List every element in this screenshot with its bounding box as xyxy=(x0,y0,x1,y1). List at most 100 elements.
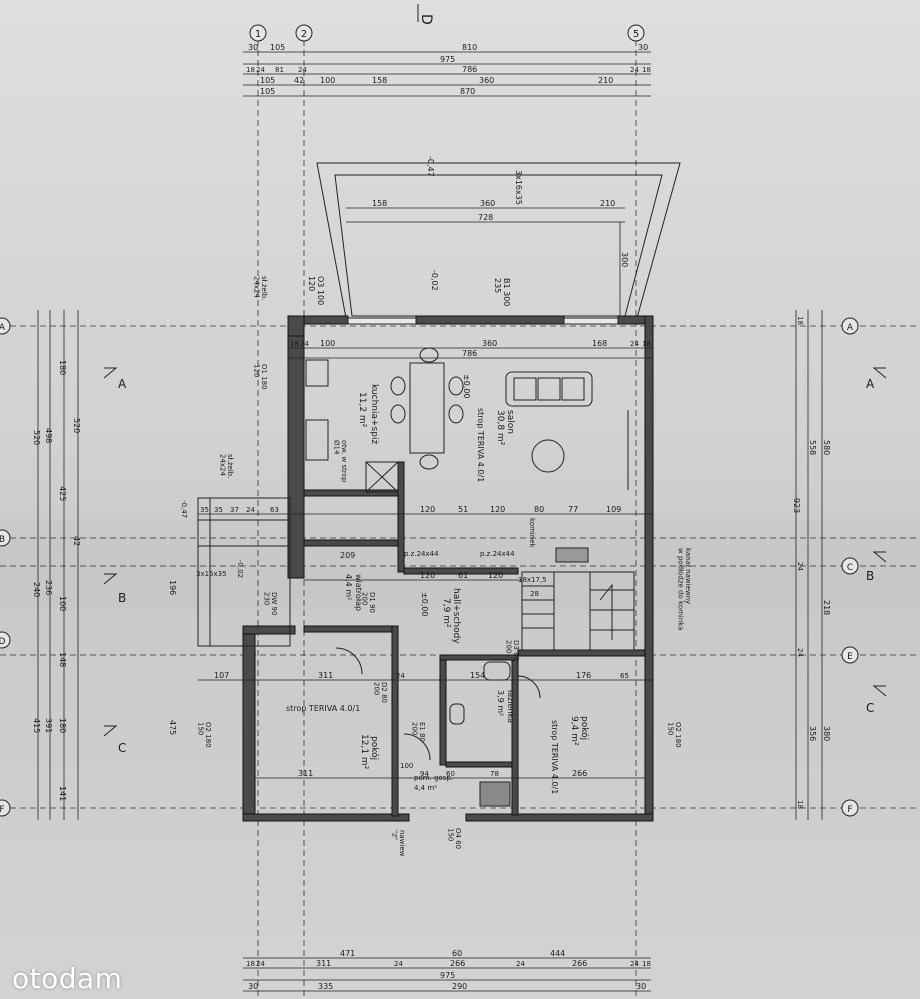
terrace-level-047: -0,47 xyxy=(426,156,435,177)
dim-top-105c: 105 xyxy=(260,87,275,96)
dim-top-24a: 24 xyxy=(256,66,265,74)
terrace-dim-210: 210 xyxy=(600,199,615,208)
section-b-left: B xyxy=(118,591,126,605)
ldim-498: 498 xyxy=(44,428,53,443)
axis-c-right: C xyxy=(847,563,853,573)
section-b-right: B xyxy=(866,569,874,583)
top-dimensions: 30 105 810 30 975 18 24 81 24 786 24 18 … xyxy=(243,43,651,97)
idim-168: 168 xyxy=(592,339,607,348)
bdim-154: 154 xyxy=(470,671,485,680)
window-o3: O3 100120 xyxy=(307,276,325,305)
bdim-24a: 24 xyxy=(256,960,265,968)
bdim-176: 176 xyxy=(576,671,591,680)
hdim-24: 24 xyxy=(246,506,255,514)
bdim2-78: 78 xyxy=(490,770,499,778)
ldim-425: 425 xyxy=(58,486,67,501)
idim-360: 360 xyxy=(482,339,497,348)
bdim-24c: 24 xyxy=(516,960,525,968)
axis-a-left: A xyxy=(0,323,6,333)
dim-top-18a: 18 xyxy=(246,66,255,74)
hdim-120a: 120 xyxy=(420,505,435,514)
column-label-left: sł.żelb.24x24 xyxy=(218,454,234,478)
ldim-141: 141 xyxy=(58,786,67,801)
bdim-471: 471 xyxy=(340,949,355,958)
dim-top-100: 100 xyxy=(320,76,335,85)
section-c-right: C xyxy=(866,701,874,715)
ldim-42: 42 xyxy=(72,536,81,546)
room-salon-ceiling: strop TERIVA 4.0/1 xyxy=(476,408,485,482)
section-mark-d: D xyxy=(418,14,434,25)
dim-top-24b: 24 xyxy=(298,66,307,74)
axis-1: 1 xyxy=(255,29,261,40)
rdim-24b: 24 xyxy=(796,648,804,657)
dim-top-24c: 24 xyxy=(630,66,639,74)
room-bedroom-right-name: pokój xyxy=(579,716,590,740)
bdim-18b: 18 xyxy=(642,960,651,968)
ldim-148: 148 xyxy=(58,652,67,667)
bdim-335: 335 xyxy=(318,982,333,991)
dim-top-81: 81 xyxy=(275,66,284,74)
room-salon-name: salon xyxy=(505,410,515,434)
entrance-level-label: -0,02 xyxy=(236,560,244,578)
door-e1: E1 80200 xyxy=(410,722,426,742)
axis-e-right: E xyxy=(847,652,853,662)
hdim-35a: 35 xyxy=(200,506,209,514)
ldim-520b: 520 xyxy=(72,418,81,433)
bdim2-100: 100 xyxy=(400,762,413,770)
bdim2-266: 266 xyxy=(572,769,587,778)
bdim-30b: 30 xyxy=(636,982,646,991)
terrace-level-002: -0,02 xyxy=(430,270,439,291)
stair-count-label: 18x17,5 xyxy=(518,576,547,584)
fireplace-label: kominek xyxy=(528,518,536,549)
left-dimensions: 520 240 415 498 236 391 180 425 100 148 … xyxy=(32,310,177,820)
ldim-520: 520 xyxy=(32,430,41,445)
room-bedroom-left-area: 12,1 m² xyxy=(359,734,369,770)
dim-top-30a: 30 xyxy=(248,43,258,52)
lintel-label-1: p.z.24x44 xyxy=(404,550,439,558)
right-dimensions: 580 218 380 558 923 356 18 24 24 18 xyxy=(792,310,831,820)
staircase xyxy=(521,547,635,651)
air-duct-label: kanał nawiewnyw podłodze do kominka xyxy=(676,548,692,631)
bottom-dimensions: 471 60 444 18 24 311 24 266 24 266 24 18… xyxy=(243,949,651,992)
interior-dimensions: 18 24 100 360 168 24 18 786 35 35 37 24 … xyxy=(198,339,653,779)
level-zero: ±0,00 xyxy=(462,374,471,399)
dim-top-360: 360 xyxy=(479,76,494,85)
dim-top-105b: 105 xyxy=(260,76,275,85)
hdim-109: 109 xyxy=(606,505,621,514)
axis-b-left: B xyxy=(0,535,5,545)
otodam-watermark: otodam xyxy=(12,962,123,995)
bdim-975: 975 xyxy=(440,971,455,980)
dim-top-42: 42 xyxy=(294,76,304,85)
terrace-dim-728: 728 xyxy=(478,213,493,222)
ldim-100: 100 xyxy=(58,596,67,611)
hdim-51: 51 xyxy=(458,505,468,514)
room-bedroom-left-ceiling: strop TERIVA 4.0/1 xyxy=(286,704,360,713)
entrance-steps xyxy=(197,497,291,647)
window-o4: O4 60150 xyxy=(446,828,462,849)
hdim-120b: 120 xyxy=(490,505,505,514)
bdim-311: 311 xyxy=(318,671,333,680)
axis-f-left: F xyxy=(0,805,5,815)
bdim-290: 290 xyxy=(452,982,467,991)
entrance-stairs-label: 3x15x35 xyxy=(196,570,227,578)
section-a-right: A xyxy=(866,377,875,391)
rdim-923: 923 xyxy=(792,498,801,513)
axis-2: 2 xyxy=(301,29,307,40)
room-bedroom-right-ceiling: strop TERIVA 4.0/1 xyxy=(550,720,559,794)
door-d1: D1 90200 xyxy=(360,592,376,613)
openings: O1 180120 O2 180150 O2 180150 O4 60150 D… xyxy=(196,364,682,849)
window-o1: O1 180120 xyxy=(252,364,268,390)
bdim-30a: 30 xyxy=(248,982,258,991)
idim-24b: 24 xyxy=(630,340,639,348)
bdim-107: 107 xyxy=(214,671,229,680)
dim-top-975: 975 xyxy=(440,55,455,64)
rdim-558: 558 xyxy=(808,440,817,455)
level-zero-hall: ±0,00 xyxy=(420,592,429,617)
ldim-196: 196 xyxy=(168,580,177,595)
terrace: 158 360 210 728 300 -0,47 3x16x35 -0,02 … xyxy=(307,156,681,319)
axis-5: 5 xyxy=(633,29,639,40)
room-bedroom-left-name: pokój xyxy=(369,736,380,760)
ldim-180b: 180 xyxy=(58,718,67,733)
axis-grid xyxy=(0,40,920,999)
bdim-444: 444 xyxy=(550,949,565,958)
